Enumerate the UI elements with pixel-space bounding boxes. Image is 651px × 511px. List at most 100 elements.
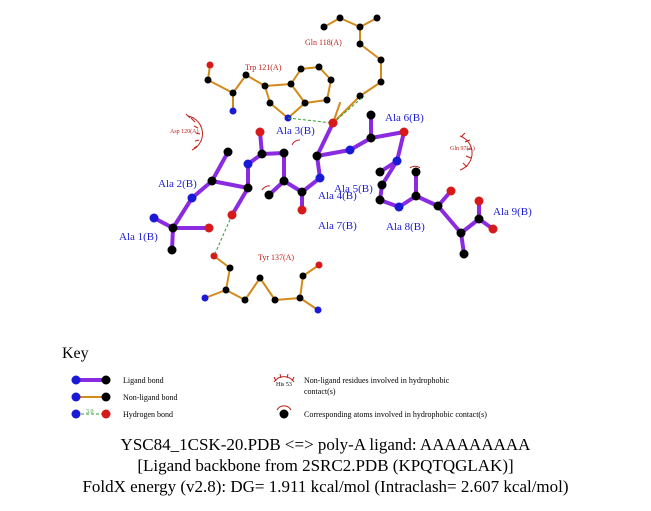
atom-carbon <box>377 180 387 190</box>
atom-nitrogen <box>243 159 253 169</box>
ligand-bonds <box>152 113 495 256</box>
atom-carbon <box>320 23 328 31</box>
hydrophobic-arcs <box>185 113 473 191</box>
key-legend: Key Ligand bond Non-ligand bond 3.0 Hydr… <box>62 345 487 419</box>
atom-oxygen <box>399 127 409 137</box>
caption-line2: [Ligand backbone from 2SRC2.PDB (KPQTQGL… <box>137 456 514 475</box>
atom-oxygen <box>474 196 484 206</box>
key-hydrophobic-atoms-label: Corresponding atoms involved in hydropho… <box>304 410 487 419</box>
atom-carbon <box>411 167 421 177</box>
ala4-label: Ala 4(B) <box>318 190 357 202</box>
key-nonligand-bond-label: Non-ligand bond <box>123 393 177 402</box>
atom-carbon <box>299 272 307 280</box>
ala5-hydrophobic-mark <box>409 165 421 169</box>
atom-carbon <box>377 78 385 86</box>
caption-line3: FoldX energy (v2.8): DG= 1.911 kcal/mol … <box>82 477 569 496</box>
atom-carbon <box>474 214 484 224</box>
atom-nitrogen <box>345 145 355 155</box>
atom-carbon <box>411 191 421 201</box>
atom-nitrogen <box>392 156 402 166</box>
atom-carbon <box>266 99 274 107</box>
ala5-label: Ala 5(B) <box>334 183 373 195</box>
atom-carbon <box>167 245 177 255</box>
atom-oxygen <box>204 223 214 233</box>
atom-carbon <box>456 228 466 238</box>
atom-oxygen <box>297 205 307 215</box>
atom-carbon <box>366 110 376 120</box>
atom-carbon <box>271 296 279 304</box>
atom-carbon <box>279 176 289 186</box>
atom-oxygen <box>446 186 456 196</box>
atom-oxygen <box>328 118 338 128</box>
ala6-label: Ala 6(B) <box>385 112 424 124</box>
atom-oxygen <box>315 261 323 269</box>
atom-carbon <box>312 151 322 161</box>
key-hydrophobic-sample: His 53 <box>276 382 292 388</box>
atom-carbon <box>433 201 443 211</box>
ala3-hydrophobic-mark <box>291 139 301 146</box>
atom-carbon <box>356 23 364 31</box>
atom-carbon <box>366 133 376 143</box>
atom-carbon <box>327 76 335 84</box>
asp120-label: Asp 120(A) <box>170 128 199 135</box>
ala2-label: Ala 2(B) <box>158 178 197 190</box>
key-ligand-bond-label: Ligand bond <box>123 376 164 385</box>
atom-oxygen <box>210 252 218 260</box>
atom-carbon <box>261 82 269 90</box>
atom-nitrogen <box>314 306 322 314</box>
atom-carbon <box>229 89 237 97</box>
atom-oxygen <box>206 61 214 69</box>
tyr137-label: Tyr 137(A) <box>258 253 294 262</box>
tyr137-residue <box>201 252 323 314</box>
atom-carbon <box>315 63 323 71</box>
atom-nitrogen <box>229 107 237 115</box>
gln97-hydrophobic-arc <box>459 135 473 171</box>
atom-carbon <box>207 176 217 186</box>
gln118-label: Gln 118(A) <box>305 38 342 47</box>
trp121-residue <box>204 61 335 122</box>
atom-carbon <box>264 190 274 200</box>
atom-carbon <box>297 187 307 197</box>
atom-carbon <box>241 296 249 304</box>
atom-carbon <box>356 92 364 100</box>
atom-carbon <box>204 76 212 84</box>
key-title: Key <box>62 345 89 362</box>
atom-carbon <box>301 99 309 107</box>
atom-carbon <box>243 183 253 193</box>
ala8-label: Ala 8(B) <box>386 221 425 233</box>
atom-carbon <box>296 294 304 302</box>
atom-carbon <box>323 96 331 104</box>
atom-carbon <box>356 40 364 48</box>
ala3-label: Ala 3(B) <box>276 125 315 137</box>
key-hb-sample: 3.0 <box>86 409 94 415</box>
atom-carbon <box>256 274 264 282</box>
atom-carbon <box>279 148 289 158</box>
key-hydrophobic-residues-line2: contact(s) <box>304 387 336 396</box>
atom-oxygen <box>255 127 265 137</box>
atom-carbon <box>226 264 234 272</box>
atom-carbon <box>336 14 344 22</box>
ala9-label: Ala 9(B) <box>493 206 532 218</box>
atom-nitrogen <box>187 193 197 203</box>
gln118-residue <box>320 14 385 124</box>
atom-carbon <box>168 223 178 233</box>
atom-carbon <box>223 147 233 157</box>
atom-carbon <box>375 167 385 177</box>
atom-carbon <box>377 56 385 64</box>
atom-carbon <box>459 249 469 259</box>
ala2-hydrophobic-mark <box>261 185 271 191</box>
atom-oxygen <box>227 210 237 220</box>
atom-carbon <box>373 14 381 22</box>
key-hydrogen-bond-label: Hydrogen bond <box>123 410 173 419</box>
ligand-atoms <box>149 110 498 259</box>
hydrogen-bonds <box>213 95 365 257</box>
atom-oxygen <box>488 224 498 234</box>
caption-line1: YSC84_1CSK-20.PDB <=> poly-A ligand: AAA… <box>120 435 531 454</box>
atom-carbon <box>257 149 267 159</box>
key-hydrophobic-residues-line1: Non-ligand residues involved in hydropho… <box>304 376 450 385</box>
ala7-label: Ala 7(B) <box>318 220 357 232</box>
atom-carbon <box>375 195 385 205</box>
atom-carbon <box>297 65 305 73</box>
ala1-label: Ala 1(B) <box>119 231 158 243</box>
atom-carbon <box>242 71 250 79</box>
